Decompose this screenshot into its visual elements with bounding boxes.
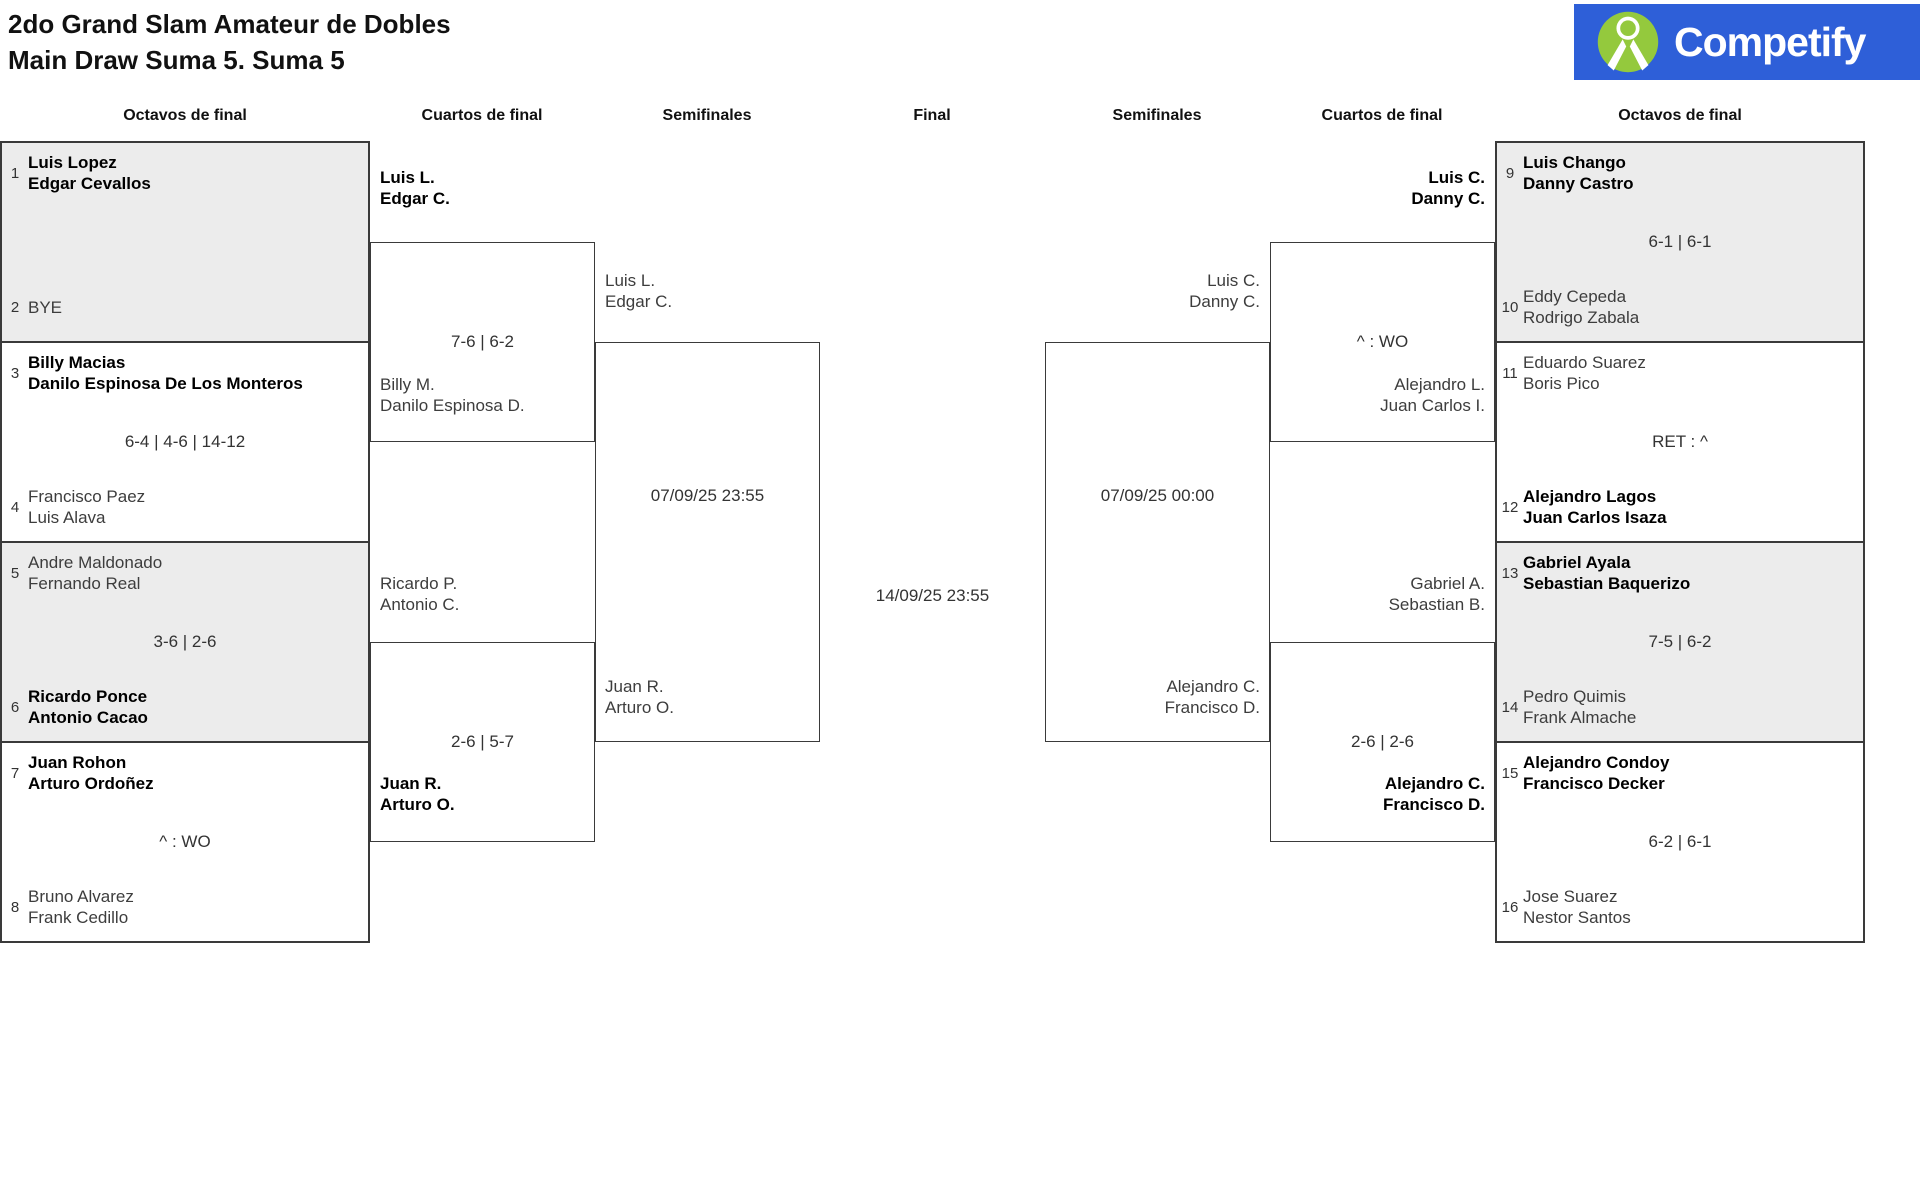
seed-number: 5 (10, 564, 20, 582)
team-name: Ricardo P. Antonio C. (380, 574, 460, 614)
match-datetime: 07/09/25 00:00 (1100, 486, 1215, 505)
team-row: 9 Luis Chango Danny Castro (1497, 151, 1863, 195)
seed-number: 3 (10, 364, 20, 382)
team-name: Eddy Cepeda Rodrigo Zabala (1523, 287, 1640, 327)
team-name: Eduardo Suarez Boris Pico (1523, 353, 1646, 393)
team-name: Juan R. Arturo O. (605, 677, 674, 717)
team-row: 10 Eddy Cepeda Rodrigo Zabala (1497, 285, 1863, 329)
seed-number: 2 (10, 298, 20, 316)
team-name: Ricardo Ponce Antonio Cacao (28, 687, 148, 727)
seed-number: 15 (1501, 764, 1519, 782)
team-row: 15 Alejandro Condoy Francisco Decker (1497, 751, 1863, 795)
match-box-r16-7: 13 Gabriel Ayala Sebastian Baquerizo 7-5… (1495, 541, 1865, 743)
seed-number: 10 (1501, 298, 1519, 316)
competify-icon (1597, 11, 1659, 73)
team-name: Alejandro C. Francisco D. (1382, 774, 1485, 814)
team-name: Luis Chango Danny Castro (1523, 153, 1634, 193)
team-name: Gabriel Ayala Sebastian Baquerizo (1523, 553, 1691, 593)
team-name: Alejandro L. Juan Carlos I. (1380, 375, 1485, 415)
team-name: Bruno Alvarez Frank Cedillo (28, 887, 134, 927)
seed-number: 7 (10, 764, 20, 782)
match-box-r16-2: 3 Billy Macias Danilo Espinosa De Los Mo… (0, 341, 370, 543)
team-row: 8 Bruno Alvarez Frank Cedillo (2, 885, 368, 929)
team-row: 14 Pedro Quimis Frank Almache (1497, 685, 1863, 729)
team-row: 12 Alejandro Lagos Juan Carlos Isaza (1497, 485, 1863, 529)
team-name: BYE (28, 297, 63, 317)
final-datetime: 14/09/25 23:55 (875, 586, 990, 605)
round-header-octavos-right: Octavos de final (1618, 107, 1742, 124)
team-name: Alejandro C. Francisco D. (1164, 677, 1260, 717)
match-box-r16-4: 7 Juan Rohon Arturo Ordoñez ^ : WO 8 Bru… (0, 741, 370, 943)
seed-number: 1 (10, 164, 20, 182)
match-datetime: 07/09/25 23:55 (650, 486, 765, 505)
match-box-r16-5: 9 Luis Chango Danny Castro 6-1 | 6-1 10 … (1495, 141, 1865, 343)
team-name: Luis C. Danny C. (1189, 271, 1260, 311)
round-header-final: Final (913, 107, 951, 124)
seed-number: 16 (1501, 898, 1519, 916)
seed-number: 11 (1502, 364, 1518, 382)
round-header-semis-right: Semifinales (1112, 107, 1202, 124)
team-name: Luis L. Edgar C. (605, 271, 673, 311)
team-row: 13 Gabriel Ayala Sebastian Baquerizo (1497, 551, 1863, 595)
team-name: Juan R. Arturo O. (380, 774, 455, 814)
match-box-r16-3: 5 Andre Maldonado Fernando Real 3-6 | 2-… (0, 541, 370, 743)
match-box-r16-6: 11 Eduardo Suarez Boris Pico RET : ^ 12 … (1495, 341, 1865, 543)
seed-number: 4 (10, 498, 20, 516)
team-name: Andre Maldonado Fernando Real (28, 553, 163, 593)
team-row: 16 Jose Suarez Nestor Santos (1497, 885, 1863, 929)
match-box-r16-8: 15 Alejandro Condoy Francisco Decker 6-2… (1495, 741, 1865, 943)
seed-number: 8 (10, 898, 20, 916)
match-box-sf-1 (595, 342, 820, 742)
team-name: Luis C. Danny C. (1411, 168, 1485, 208)
seed-number: 13 (1501, 564, 1519, 582)
team-row: 6 Ricardo Ponce Antonio Cacao (2, 685, 368, 729)
match-box-sf-2 (1045, 342, 1270, 742)
team-name: Juan Rohon Arturo Ordoñez (28, 753, 154, 793)
seed-number: 14 (1501, 698, 1519, 716)
seed-number: 9 (1505, 164, 1515, 182)
match-box-r16-1: 1 Luis Lopez Edgar Cevallos 2 BYE (0, 141, 370, 343)
competify-logo: Competify (1574, 4, 1920, 80)
round-header-semis-left: Semifinales (662, 107, 752, 124)
draw-name: Main Draw Suma 5. Suma 5 (8, 45, 345, 75)
seed-number: 6 (10, 698, 20, 716)
team-name: Billy Macias Danilo Espinosa De Los Mont… (28, 353, 303, 393)
team-name: Luis Lopez Edgar Cevallos (28, 153, 151, 193)
team-row: 5 Andre Maldonado Fernando Real (2, 551, 368, 595)
team-name: Jose Suarez Nestor Santos (1523, 887, 1631, 927)
tournament-name: 2do Grand Slam Amateur de Dobles (8, 9, 451, 39)
round-header-cuartos-right: Cuartos de final (1321, 107, 1443, 124)
team-name: Alejandro Condoy Francisco Decker (1523, 753, 1670, 793)
round-header-cuartos-left: Cuartos de final (421, 107, 543, 124)
team-name: Luis L. Edgar C. (380, 168, 450, 208)
seed-number: 12 (1501, 498, 1519, 516)
team-name: Gabriel A. Sebastian B. (1388, 574, 1485, 614)
team-name: Pedro Quimis Frank Almache (1523, 687, 1637, 727)
round-header-octavos-left: Octavos de final (123, 107, 247, 124)
team-row: 11 Eduardo Suarez Boris Pico (1497, 351, 1863, 395)
team-row: 4 Francisco Paez Luis Alava (2, 485, 368, 529)
logo-wordmark: Competify (1674, 18, 1866, 65)
team-row: 2 BYE (2, 285, 368, 329)
team-row: 1 Luis Lopez Edgar Cevallos (2, 151, 368, 195)
team-name: Francisco Paez Luis Alava (28, 487, 146, 527)
team-row: 3 Billy Macias Danilo Espinosa De Los Mo… (2, 351, 368, 395)
team-name: Alejandro Lagos Juan Carlos Isaza (1523, 487, 1667, 527)
team-row: 7 Juan Rohon Arturo Ordoñez (2, 751, 368, 795)
team-name: Billy M. Danilo Espinosa D. (380, 375, 525, 415)
page-title: 2do Grand Slam Amateur de Dobles Main Dr… (8, 6, 451, 78)
